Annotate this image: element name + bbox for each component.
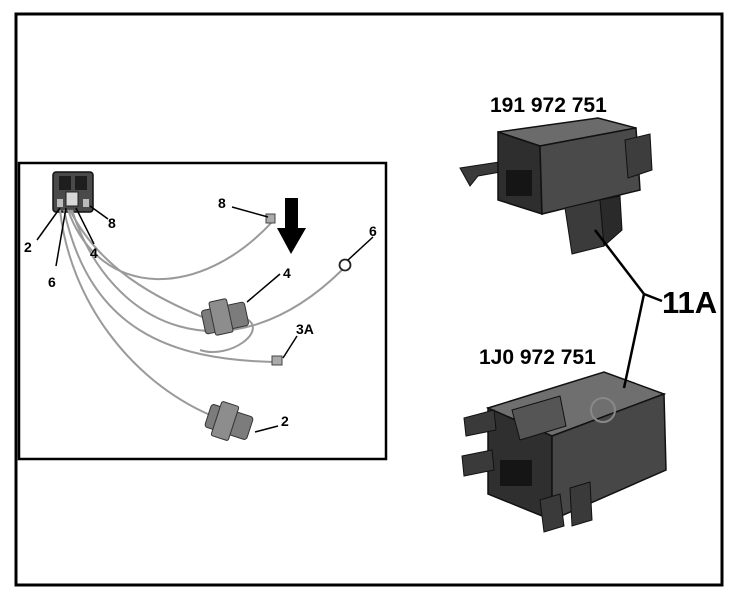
part-number-top: 191 972 751 [490,94,607,117]
lead-label-2: 2 [281,413,289,429]
lead-label-8: 8 [218,195,226,211]
outer-border [14,12,724,587]
down-arrow-icon [277,198,306,254]
lead-label-4: 4 [283,265,291,281]
switch-part-top [459,117,653,255]
terminal-8 [265,213,276,224]
part-number-bottom: 1J0 972 751 [479,346,596,369]
lead-label-6: 6 [369,223,377,239]
pin-label-8: 8 [108,215,116,231]
callout-label-11a: 11A [662,285,717,320]
pin-label-4: 4 [90,245,98,261]
pin-label-2: 2 [24,239,32,255]
ring-terminal-6 [338,258,352,272]
plug-4 [201,298,249,336]
pin-label-6: 6 [48,274,56,290]
wires [59,209,343,416]
connector-block [52,171,94,213]
callout-lines [594,229,663,389]
plug-2 [204,401,254,441]
harness-inset: 2 6 4 8 8 6 4 3A 2 [17,161,388,461]
leader-lines [36,205,374,433]
lead-label-3a: 3A [296,321,314,337]
terminal-3a [271,355,283,366]
switch-part-bottom [461,371,667,533]
